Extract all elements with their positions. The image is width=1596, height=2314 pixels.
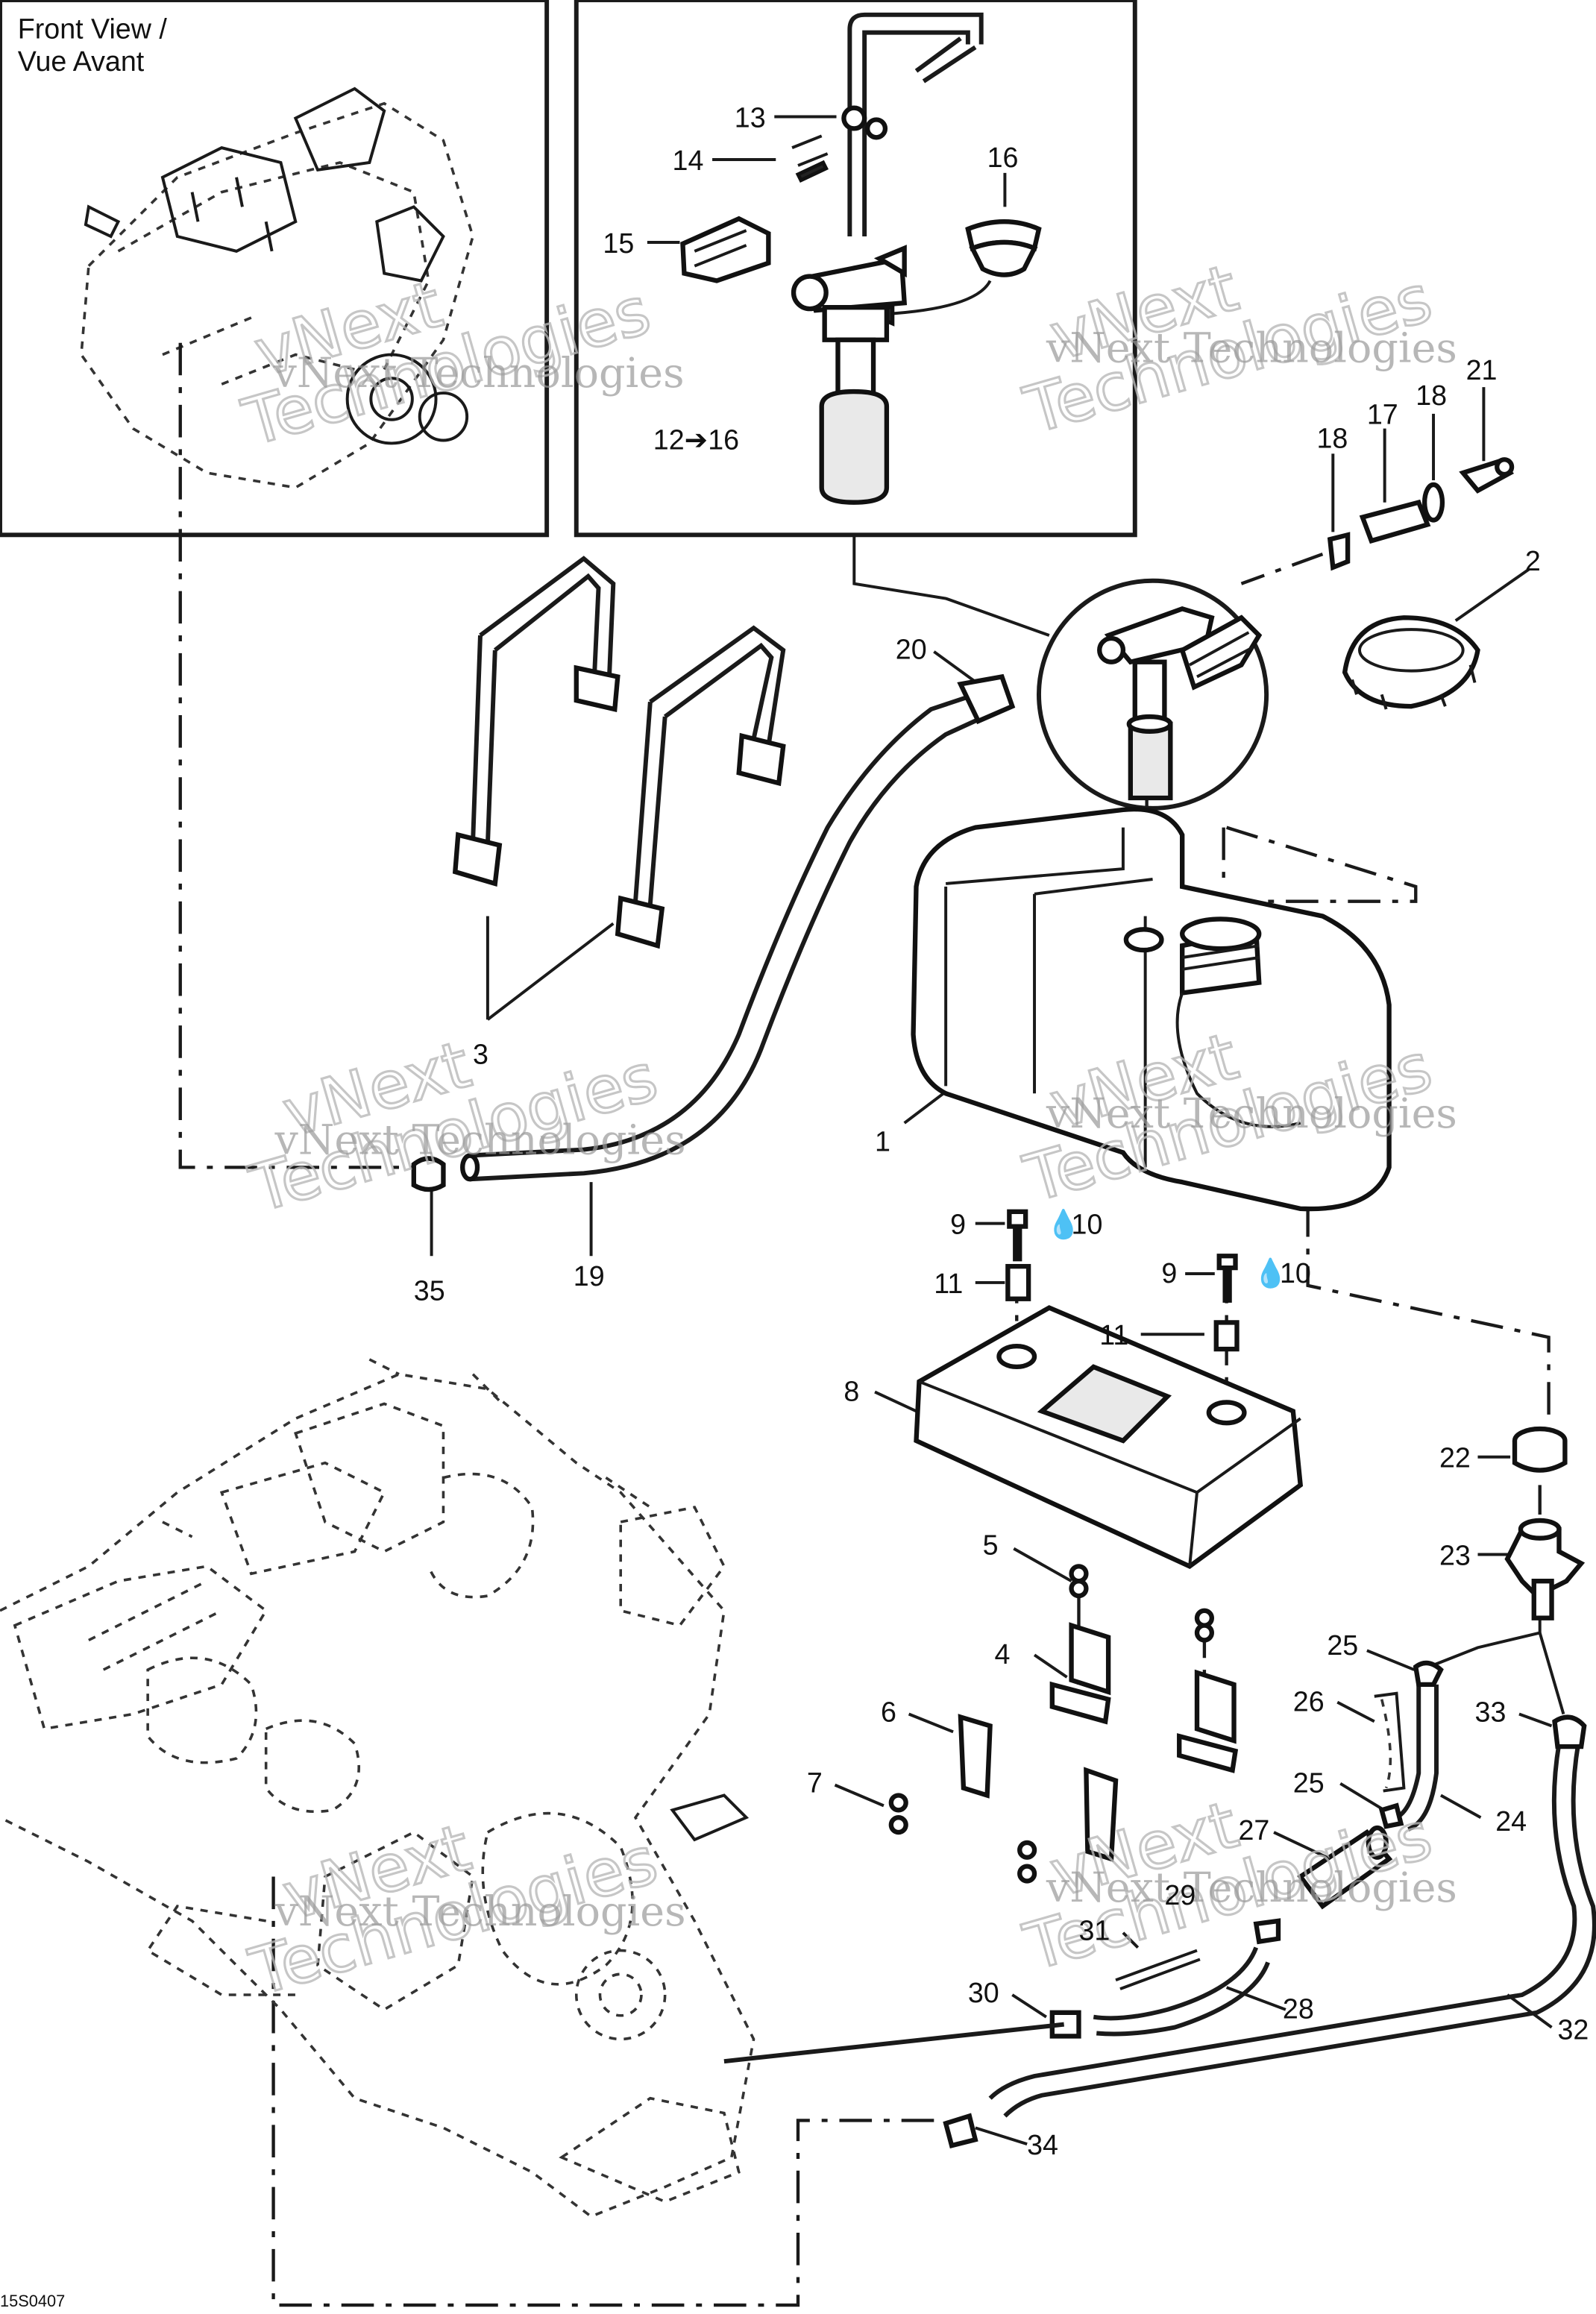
callout-11-left: 11 — [934, 1268, 963, 1299]
watermark-6: vNext Technologies — [1046, 1864, 1457, 1912]
callout-9-left: 9 — [950, 1209, 966, 1240]
callout-26: 26 — [1293, 1686, 1325, 1717]
callout-labels: 13 14 15 16 12➔16 21 18 17 18 2 20 3 1 3… — [0, 101, 1589, 2310]
callout-25-upper: 25 — [1327, 1629, 1358, 1661]
watermarks: vNext Technologies vNext Technologies vN… — [233, 248, 1457, 2011]
callout-33: 33 — [1475, 1696, 1507, 1727]
callout-29: 29 — [1164, 1879, 1196, 1911]
callout-17: 17 — [1367, 399, 1398, 430]
front-view-inset: Front View / Vue Avant — [0, 0, 550, 538]
callout-21: 21 — [1466, 354, 1498, 386]
callout-19: 19 — [574, 1260, 605, 1292]
tank-support — [914, 1209, 1304, 1570]
assembly-lines — [178, 280, 1565, 2307]
callout-10-right: 10 — [1280, 1257, 1311, 1289]
callout-10-left: 10 — [1072, 1209, 1103, 1240]
callout-6: 6 — [881, 1696, 896, 1727]
callout-28: 28 — [1283, 1993, 1314, 2025]
callout-25-lower: 25 — [1293, 1767, 1325, 1799]
callout-4: 4 — [995, 1638, 1011, 1670]
watermark-1: vNext Technologies — [273, 350, 685, 397]
engine-front-view-drawing — [80, 87, 474, 489]
callout-16: 16 — [987, 142, 1019, 173]
drop-icon-right: 💧 — [1253, 1257, 1288, 1289]
callout-30: 30 — [968, 1977, 999, 2008]
callout-12-to-16: 12➔16 — [653, 424, 739, 455]
outlet-valve — [1504, 1426, 1586, 1620]
callout-3: 3 — [473, 1039, 488, 1070]
fuel-lines — [723, 1660, 1596, 2148]
watermark-2: vNext Technologies — [1046, 324, 1457, 372]
callout-13: 13 — [735, 101, 766, 133]
engine-side-view-drawing — [0, 1358, 755, 2219]
level-sensor-assembly — [680, 12, 1042, 505]
fuel-tank-cap — [1342, 615, 1480, 710]
callout-35: 35 — [414, 1275, 445, 1307]
callout-leaders — [430, 115, 1553, 2146]
callout-32: 32 — [1557, 2013, 1589, 2045]
callout-24: 24 — [1495, 1805, 1527, 1837]
watermark-4: vNext Technologies — [1046, 1090, 1457, 1138]
callout-9-right: 9 — [1161, 1257, 1177, 1289]
fuel-tank — [911, 806, 1392, 1212]
sensor-detail-circle — [1037, 578, 1269, 811]
callout-5: 5 — [983, 1529, 999, 1561]
brackets — [888, 1564, 1239, 1884]
callout-2: 2 — [1525, 545, 1541, 576]
callout-18-lower: 18 — [1317, 422, 1348, 453]
watermark-5: vNext Technologies — [274, 1888, 686, 1936]
drop-icon-left: 💧 — [1046, 1208, 1081, 1241]
front-view-title: Front View / — [18, 13, 168, 45]
callout-11-right: 11 — [1099, 1319, 1128, 1351]
front-view-subtitle: Vue Avant — [18, 45, 145, 77]
callout-1: 1 — [875, 1126, 890, 1157]
callout-23: 23 — [1439, 1539, 1471, 1571]
drawing-code: 15S0407 — [0, 2292, 65, 2310]
callout-15: 15 — [603, 227, 634, 259]
watermark-3: vNext Technologies — [274, 1117, 686, 1165]
callout-18-upper: 18 — [1416, 380, 1447, 411]
callout-22: 22 — [1439, 1442, 1471, 1474]
callout-34: 34 — [1027, 2129, 1058, 2160]
vent-hose — [411, 673, 1016, 1192]
tank-straps — [452, 556, 786, 949]
callout-8: 8 — [843, 1375, 859, 1406]
vent-fitting-group — [1327, 457, 1515, 571]
callout-31: 31 — [1078, 1915, 1110, 1946]
callout-7: 7 — [807, 1767, 823, 1799]
callout-14: 14 — [673, 145, 704, 176]
callout-20: 20 — [896, 634, 927, 665]
callout-27: 27 — [1238, 1814, 1269, 1846]
